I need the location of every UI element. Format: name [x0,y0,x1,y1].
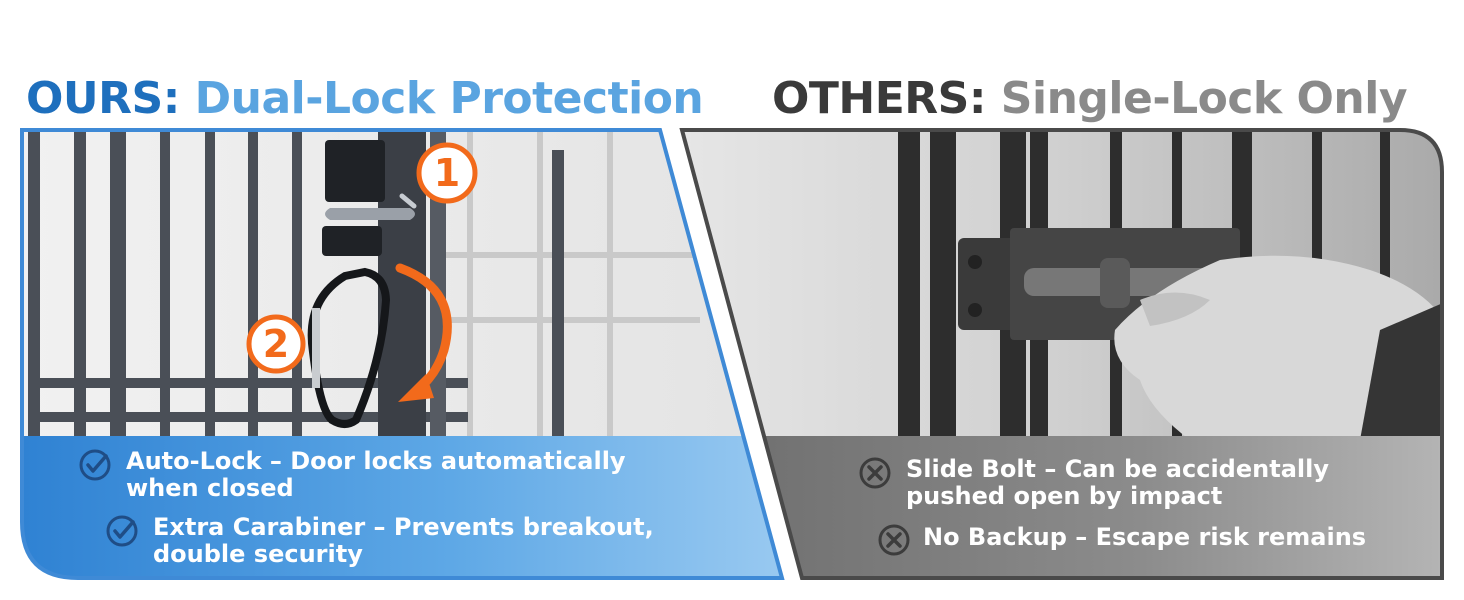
others-title: OTHERS: Single-Lock Only [772,72,1408,126]
ours-headline: Dual-Lock Protection [194,73,704,124]
marker-1 [416,142,478,204]
marker-2-label: 2 [262,322,290,366]
others-bullet-text-2: No Backup – Escape risk remains [923,523,1367,551]
ours-photo [22,130,782,578]
ours-keyword: OURS: [26,73,180,124]
ours-bullet-text-2: Extra Carabiner – Prevents breakout, dou… [153,513,654,568]
check-circle-icon [106,515,138,547]
x-circle-icon [859,457,891,489]
others-keyword: OTHERS: [772,73,986,124]
others-photo [682,130,1442,578]
others-bullet-text-1: Slide Bolt – Can be accidentally pushed … [906,455,1329,510]
marker-2 [246,314,306,374]
check-circle-icon [79,449,111,481]
x-circle-icon [878,524,910,556]
marker-1-label: 1 [433,151,461,195]
others-headline: Single-Lock Only [1000,73,1408,124]
ours-title: OURS: Dual-Lock Protection [26,72,704,126]
ours-bullet-text-1: Auto-Lock – Door locks automatically whe… [126,447,626,502]
